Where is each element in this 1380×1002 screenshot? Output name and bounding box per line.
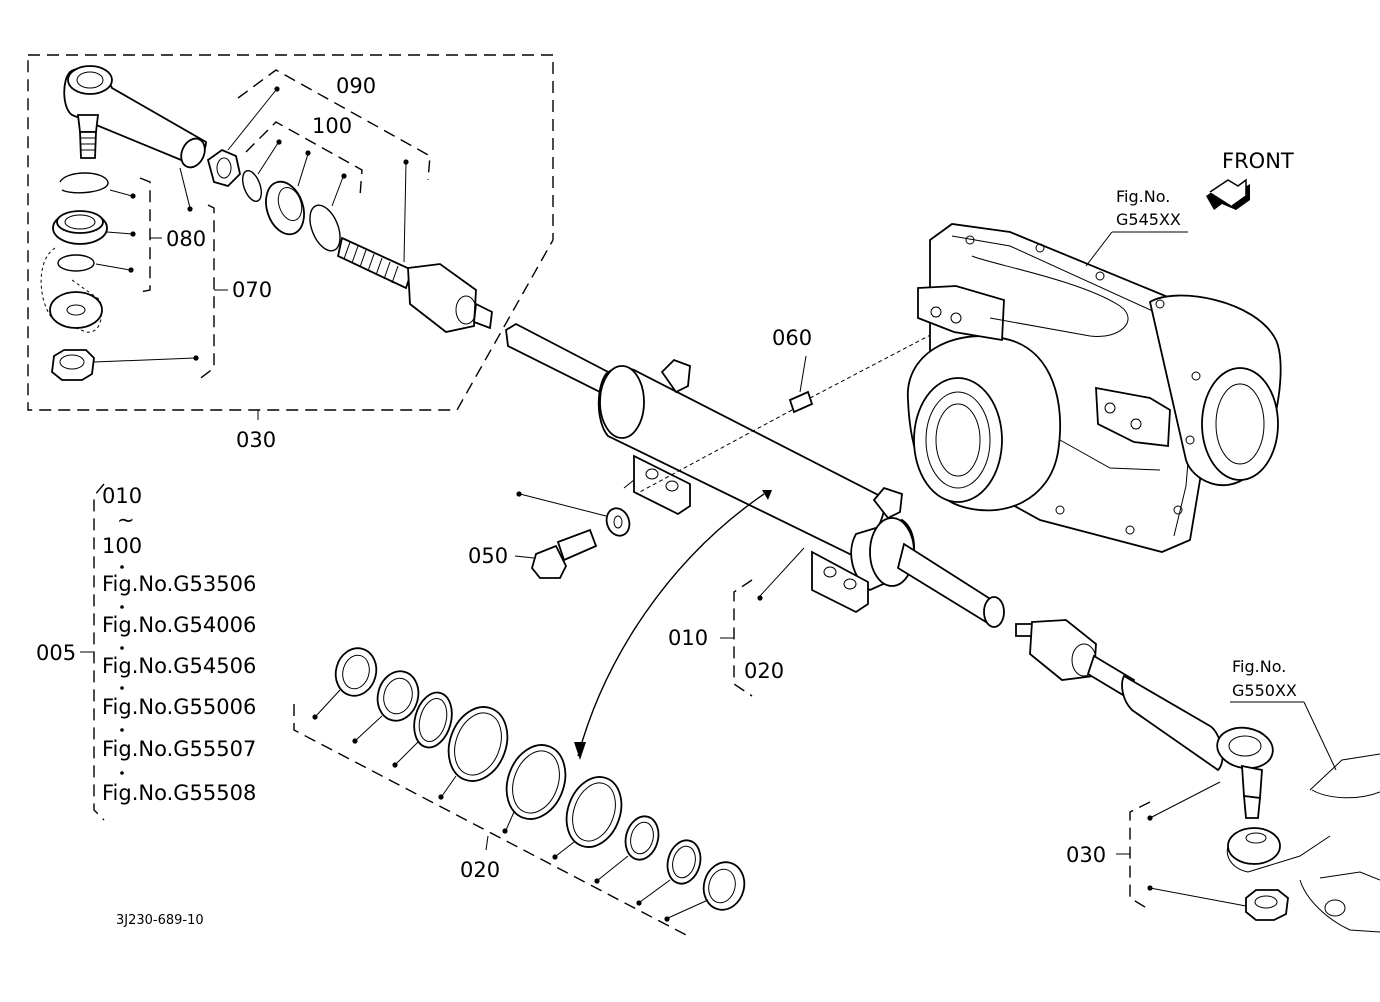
- label-010: 010: [668, 626, 708, 650]
- label-020-right: 020: [744, 659, 784, 683]
- ref-g550-line2: G550XX: [1232, 681, 1297, 700]
- steering-cylinder: [505, 322, 1005, 628]
- bracket-100: [245, 121, 363, 197]
- front-label: FRONT: [1222, 149, 1294, 173]
- label-030-right: 030: [1066, 843, 1106, 867]
- label-005: 005: [36, 641, 76, 665]
- pin-060: [635, 329, 941, 495]
- ref-g545-line2: G545XX: [1116, 210, 1181, 229]
- label-100: 100: [312, 114, 352, 138]
- legend-bracket: [93, 483, 105, 821]
- legend-ref-6: Fig.No.G55508: [102, 781, 256, 805]
- castle-nut-left: [51, 349, 95, 381]
- inner-tie-rod: [336, 159, 493, 333]
- bracket-090: [237, 69, 431, 181]
- boot-seal: [265, 150, 311, 236]
- lock-nut: [206, 86, 280, 188]
- bracket-030-right: [1129, 801, 1151, 911]
- legend-ref-2: Fig.No.G54006: [102, 613, 256, 637]
- washer: [516, 491, 631, 537]
- seal-kit-rings: [334, 647, 746, 911]
- label-050: 050: [468, 544, 508, 568]
- ref-g545-line1: Fig.No.: [1116, 187, 1170, 206]
- drawing-id: 3J230-689-10: [116, 913, 204, 928]
- dust-boot: [52, 210, 108, 245]
- bracket-070: [197, 204, 215, 381]
- label-070: 070: [232, 278, 272, 302]
- seal-kit-leaders: [312, 689, 709, 922]
- right-tie-rod: [1015, 619, 1274, 819]
- legend-bullets: [120, 565, 124, 775]
- legend-ref-1: Fig.No.G53506: [102, 572, 256, 596]
- leaders-080: [93, 167, 199, 363]
- label-080: 080: [166, 227, 206, 251]
- bracket-020-bottom: [293, 704, 689, 937]
- snap-ring: [59, 172, 109, 194]
- knuckle-arm-phantom: [40, 247, 103, 333]
- tie-rod-end-group-box: [27, 54, 554, 420]
- seal-kit-arrow: [574, 490, 772, 760]
- axle-housing: [907, 223, 1282, 553]
- legend-ref-5: Fig.No.G55507: [102, 737, 256, 761]
- ref-g550-line1: Fig.No.: [1232, 657, 1286, 676]
- legend-range-to: 100: [102, 534, 142, 558]
- castle-nut-right: [1147, 781, 1289, 921]
- label-090: 090: [336, 74, 376, 98]
- label-060: 060: [772, 326, 812, 350]
- bracket-080: [139, 177, 151, 293]
- legend-range-from: 010: [102, 484, 142, 508]
- label-030-top: 030: [236, 428, 276, 452]
- retaining-ring: [57, 254, 95, 272]
- label-020-bottom: 020: [460, 858, 500, 882]
- legend-ref-3: Fig.No.G54506: [102, 654, 256, 678]
- clip-ring: [242, 139, 282, 202]
- tie-rod-end-arm: [63, 65, 207, 169]
- legend-ref-4: Fig.No.G55006: [102, 695, 256, 719]
- front-direction-arrow: [1206, 178, 1250, 210]
- wire-ring: [309, 173, 347, 252]
- bolt-050: [514, 528, 598, 579]
- legend-range-tilde: ~: [117, 508, 135, 532]
- right-knuckle-arm: [1226, 753, 1380, 933]
